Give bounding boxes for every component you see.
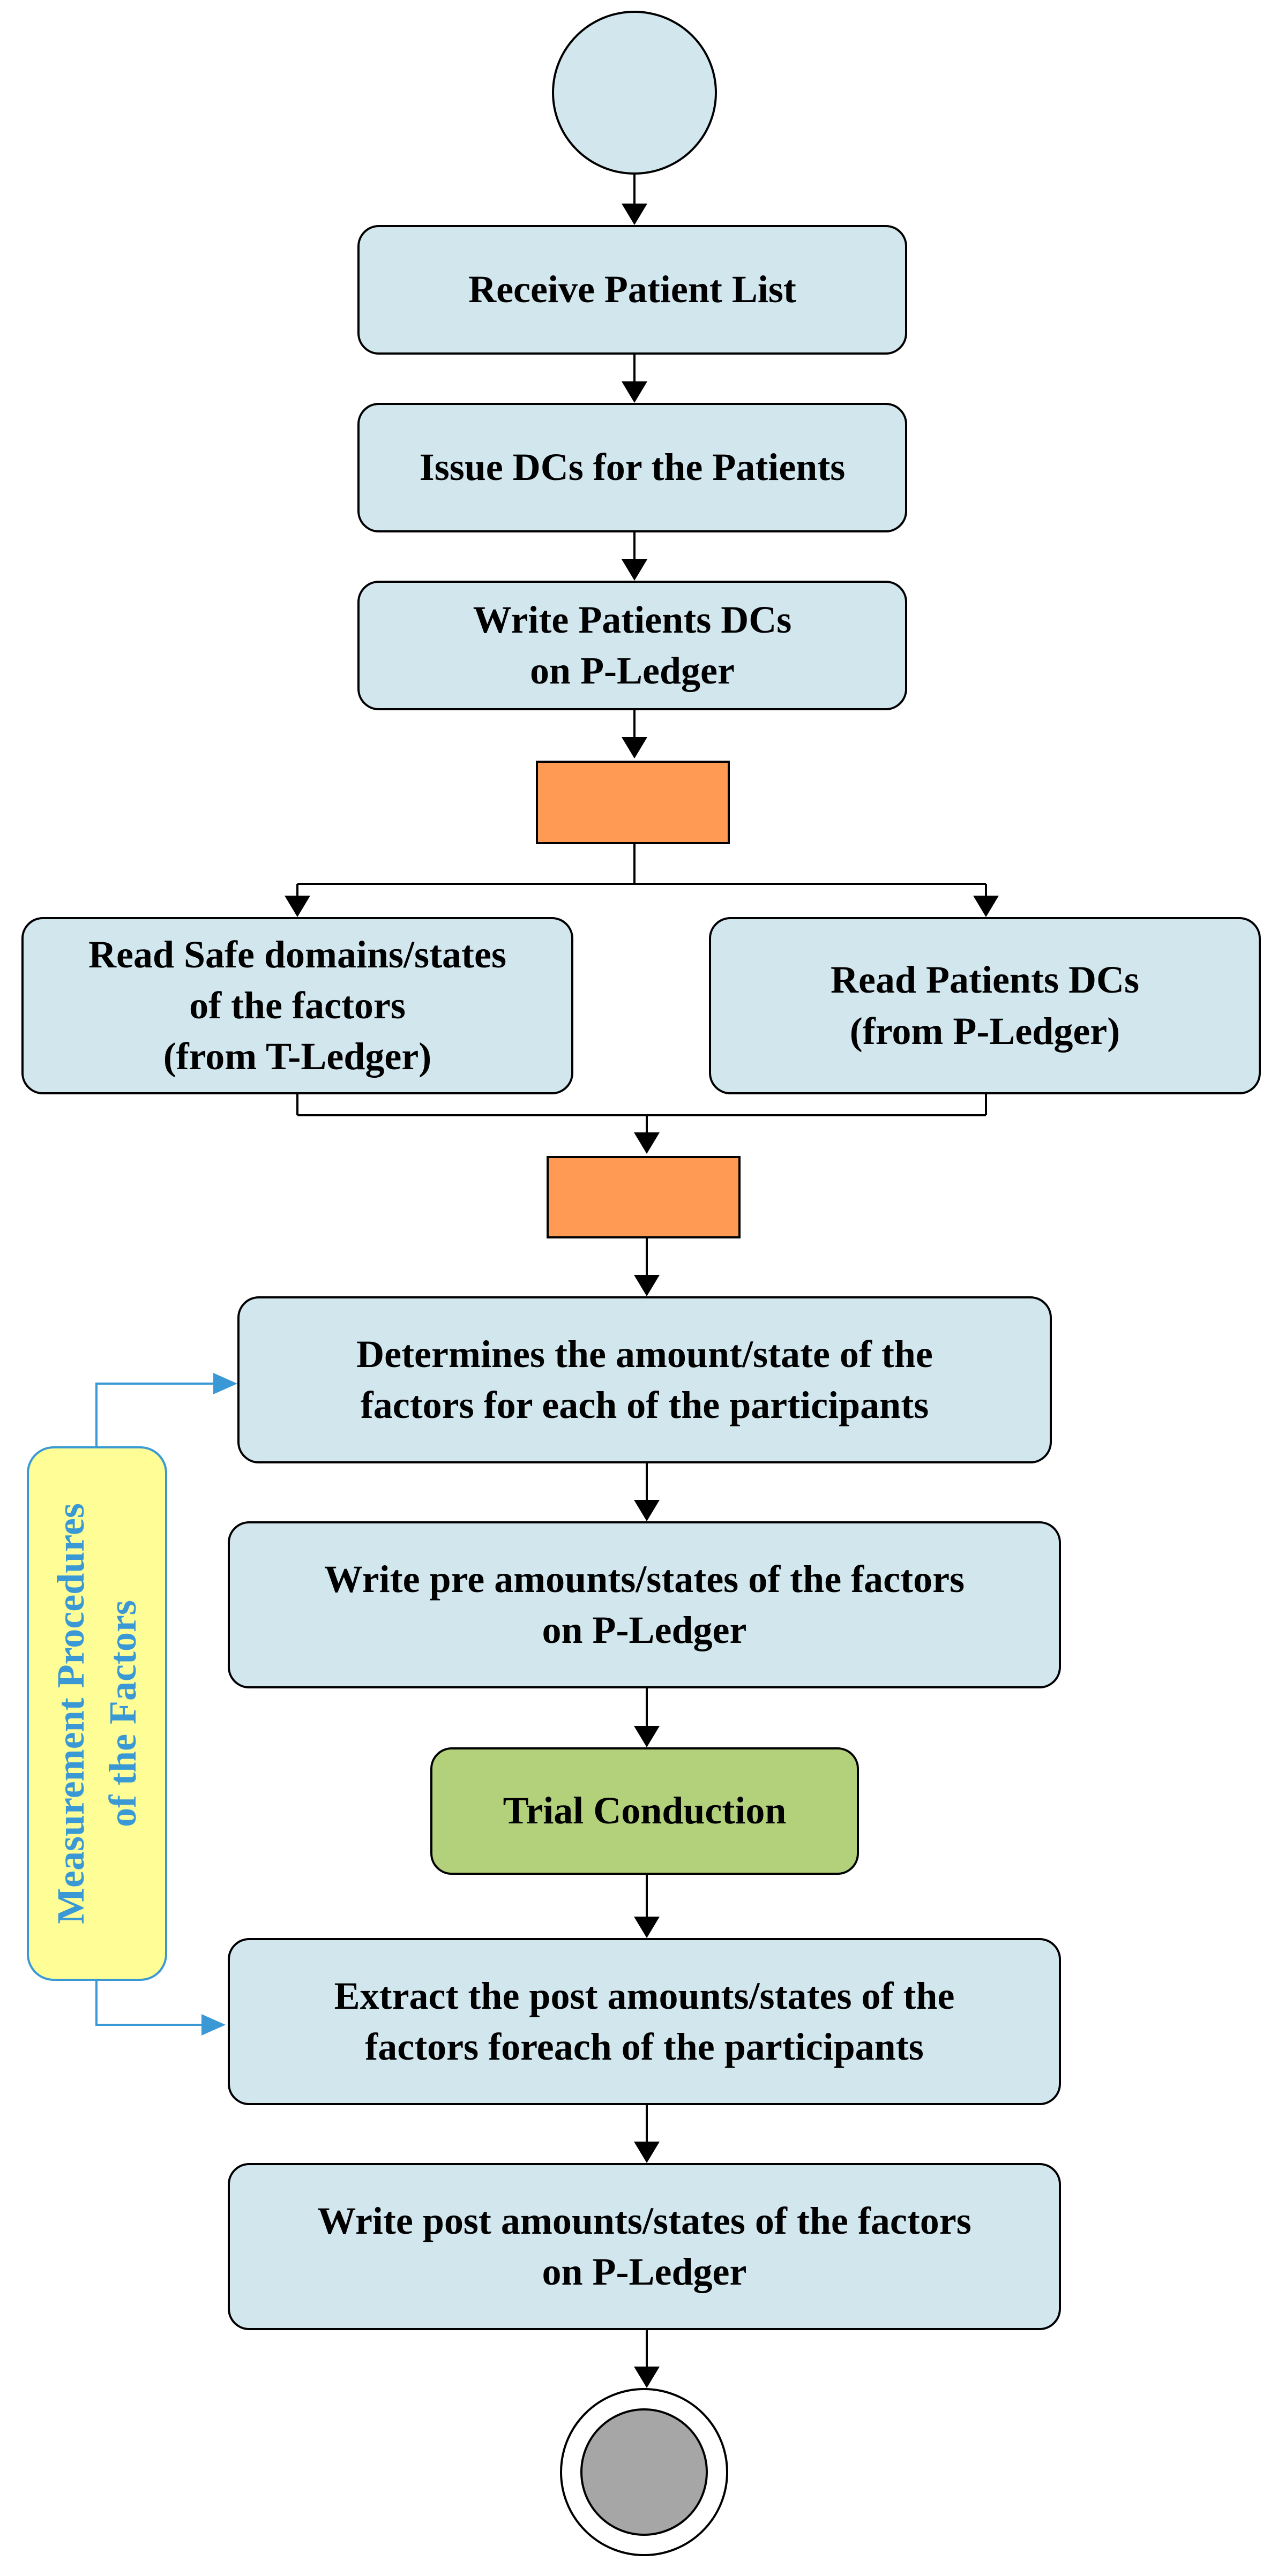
read-safe-domains-line-1: Read Safe domains/states: [88, 933, 506, 976]
fork-node: [536, 761, 730, 844]
write-post-amounts-node: Write post amounts/states of the factors…: [228, 2163, 1061, 2330]
note-connectors: [95, 1373, 237, 2036]
measurement-procedures-note: Measurement Procedures of the Factors: [27, 1446, 167, 1981]
note-to-determine: [95, 1383, 216, 1446]
end-node: [560, 2388, 728, 2556]
write-patients-dcs-node: Write Patients DCs on P-Ledger: [357, 581, 907, 710]
issue-dcs-node: Issue DCs for the Patients: [357, 403, 907, 532]
measurement-procedures-line-1: Measurement Procedures: [49, 1503, 92, 1924]
write-pre-amounts-line-2: on P-Ledger: [542, 1609, 747, 1651]
extract-post-amounts-line-2: factors foreach of the participants: [365, 2025, 924, 2068]
write-patients-dcs-line-2: on P-Ledger: [530, 649, 735, 692]
determines-amount-node: Determines the amount/state of the facto…: [237, 1296, 1052, 1463]
write-post-amounts-line-2: on P-Ledger: [542, 2250, 747, 2293]
measurement-procedures-text: Measurement Procedures of the Factors: [45, 1503, 149, 1924]
read-safe-domains-line-3: (from T-Ledger): [163, 1035, 432, 1078]
write-post-amounts-line-1: Write post amounts/states of the factors: [317, 2199, 971, 2242]
read-patients-dcs-node: Read Patients DCs (from P-Ledger): [709, 917, 1261, 1094]
receive-patient-list-node: Receive Patient List: [357, 225, 907, 355]
read-safe-domains-node: Read Safe domains/states of the factors …: [21, 917, 573, 1094]
determines-amount-line-1: Determines the amount/state of the: [356, 1332, 933, 1376]
extract-post-amounts-node: Extract the post amounts/states of the f…: [228, 1938, 1061, 2105]
read-patients-dcs-line-1: Read Patients DCs: [831, 958, 1139, 1002]
start-node: [552, 11, 717, 175]
issue-dcs-label: Issue DCs for the Patients: [419, 446, 846, 489]
determines-amount-line-2: factors for each of the participants: [360, 1384, 929, 1426]
read-patients-dcs-line-2: (from P-Ledger): [849, 1009, 1120, 1053]
end-node-inner: [580, 2408, 708, 2536]
join-node: [547, 1156, 741, 1238]
flow-arrows: [285, 175, 999, 2388]
trial-conduction-node: Trial Conduction: [430, 1747, 859, 1875]
write-pre-amounts-line-1: Write pre amounts/states of the factors: [324, 1557, 965, 1601]
measurement-procedures-line-2: of the Factors: [101, 1600, 144, 1827]
write-pre-amounts-node: Write pre amounts/states of the factors …: [228, 1521, 1061, 1688]
read-safe-domains-line-2: of the factors: [189, 983, 406, 1027]
extract-post-amounts-line-1: Extract the post amounts/states of the: [334, 1974, 955, 2017]
write-patients-dcs-line-1: Write Patients DCs: [473, 598, 792, 641]
note-to-extract: [95, 1981, 204, 2026]
trial-conduction-label: Trial Conduction: [503, 1789, 787, 1833]
receive-patient-list-label: Receive Patient List: [468, 268, 796, 311]
